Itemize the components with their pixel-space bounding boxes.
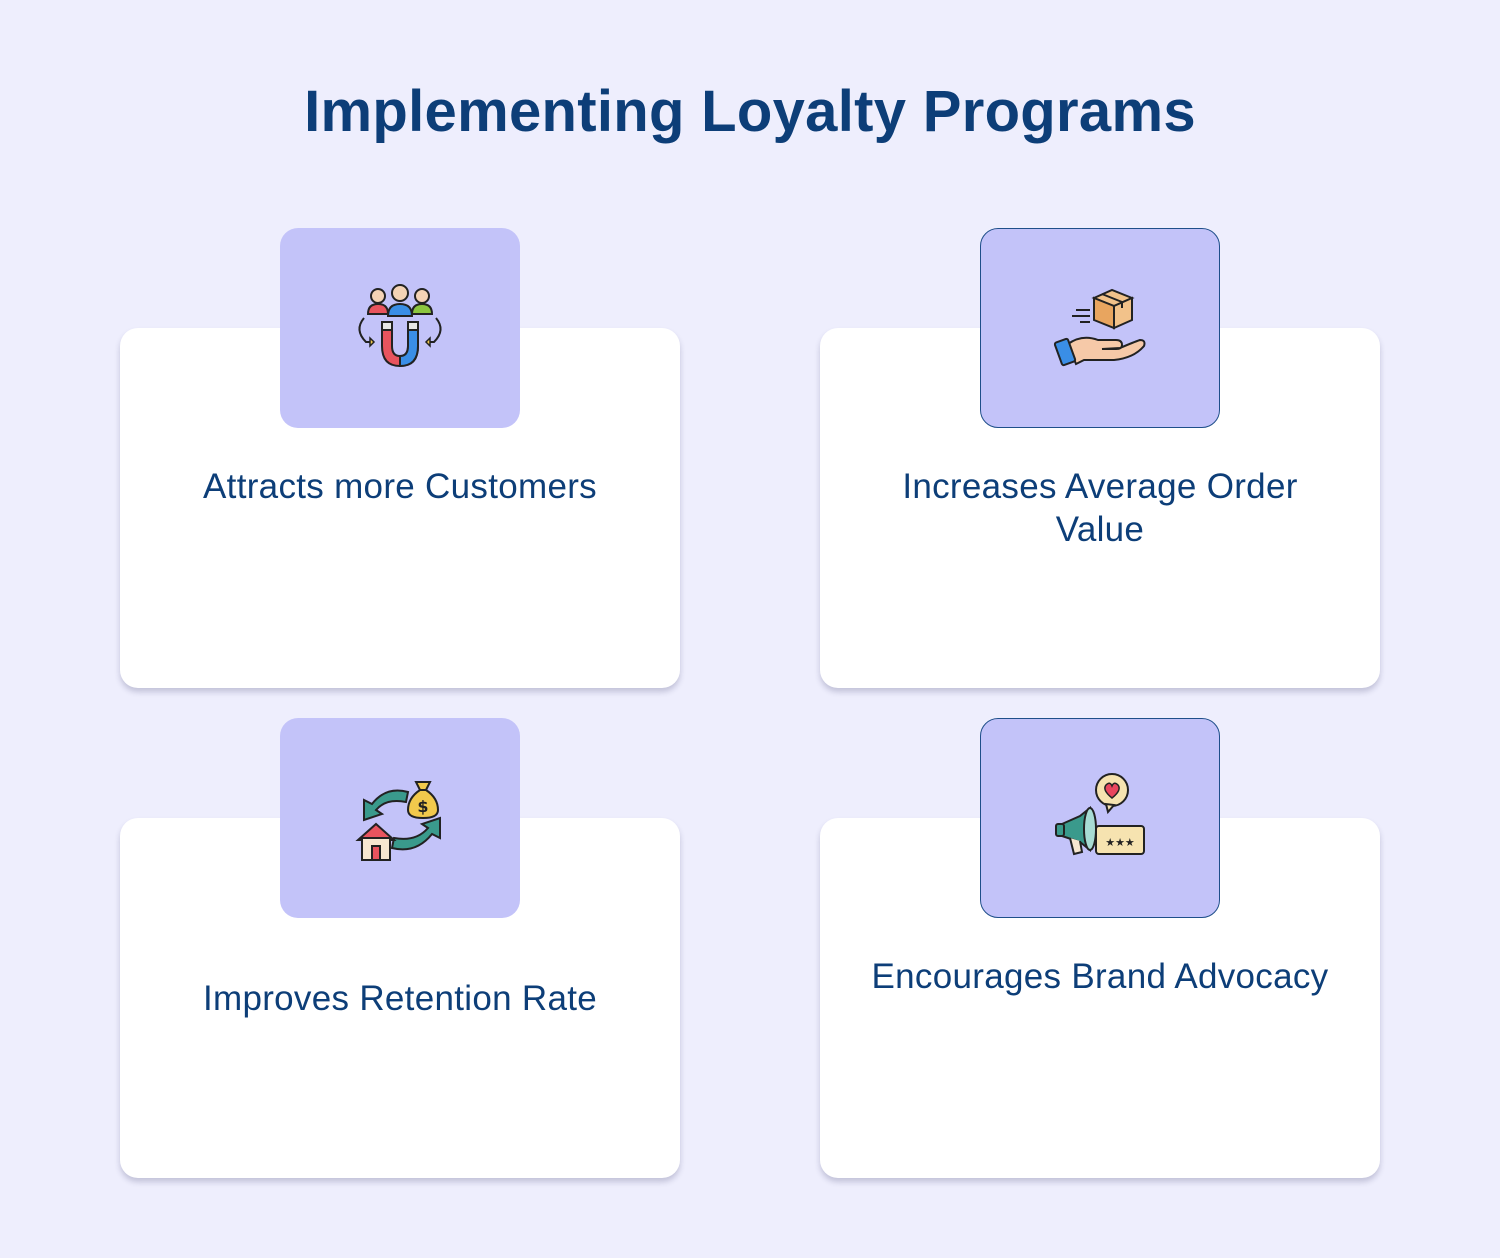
icon-box-average-order-value xyxy=(980,228,1220,428)
card-label: Encourages Brand Advocacy xyxy=(871,957,1329,996)
house-money-cycle-icon: $ xyxy=(355,781,441,861)
card-label: Increases Average Order Value xyxy=(902,467,1298,549)
icon-box-brand-advocacy: ★★★ xyxy=(980,718,1220,918)
icon-box-attracts-customers xyxy=(280,228,520,428)
card-label: Attracts more Customers xyxy=(203,467,597,506)
page-title: Implementing Loyalty Programs xyxy=(304,79,1196,144)
icon-box-retention-rate: $ xyxy=(280,718,520,918)
megaphone-heart-icon: ★★★ xyxy=(1055,773,1145,856)
hand-box-icon xyxy=(1053,288,1146,367)
svg-text:$: $ xyxy=(417,797,428,816)
svg-text:★★★: ★★★ xyxy=(1105,836,1135,849)
card-label: Improves Retention Rate xyxy=(202,979,598,1018)
magnet-customers-icon xyxy=(358,284,442,368)
